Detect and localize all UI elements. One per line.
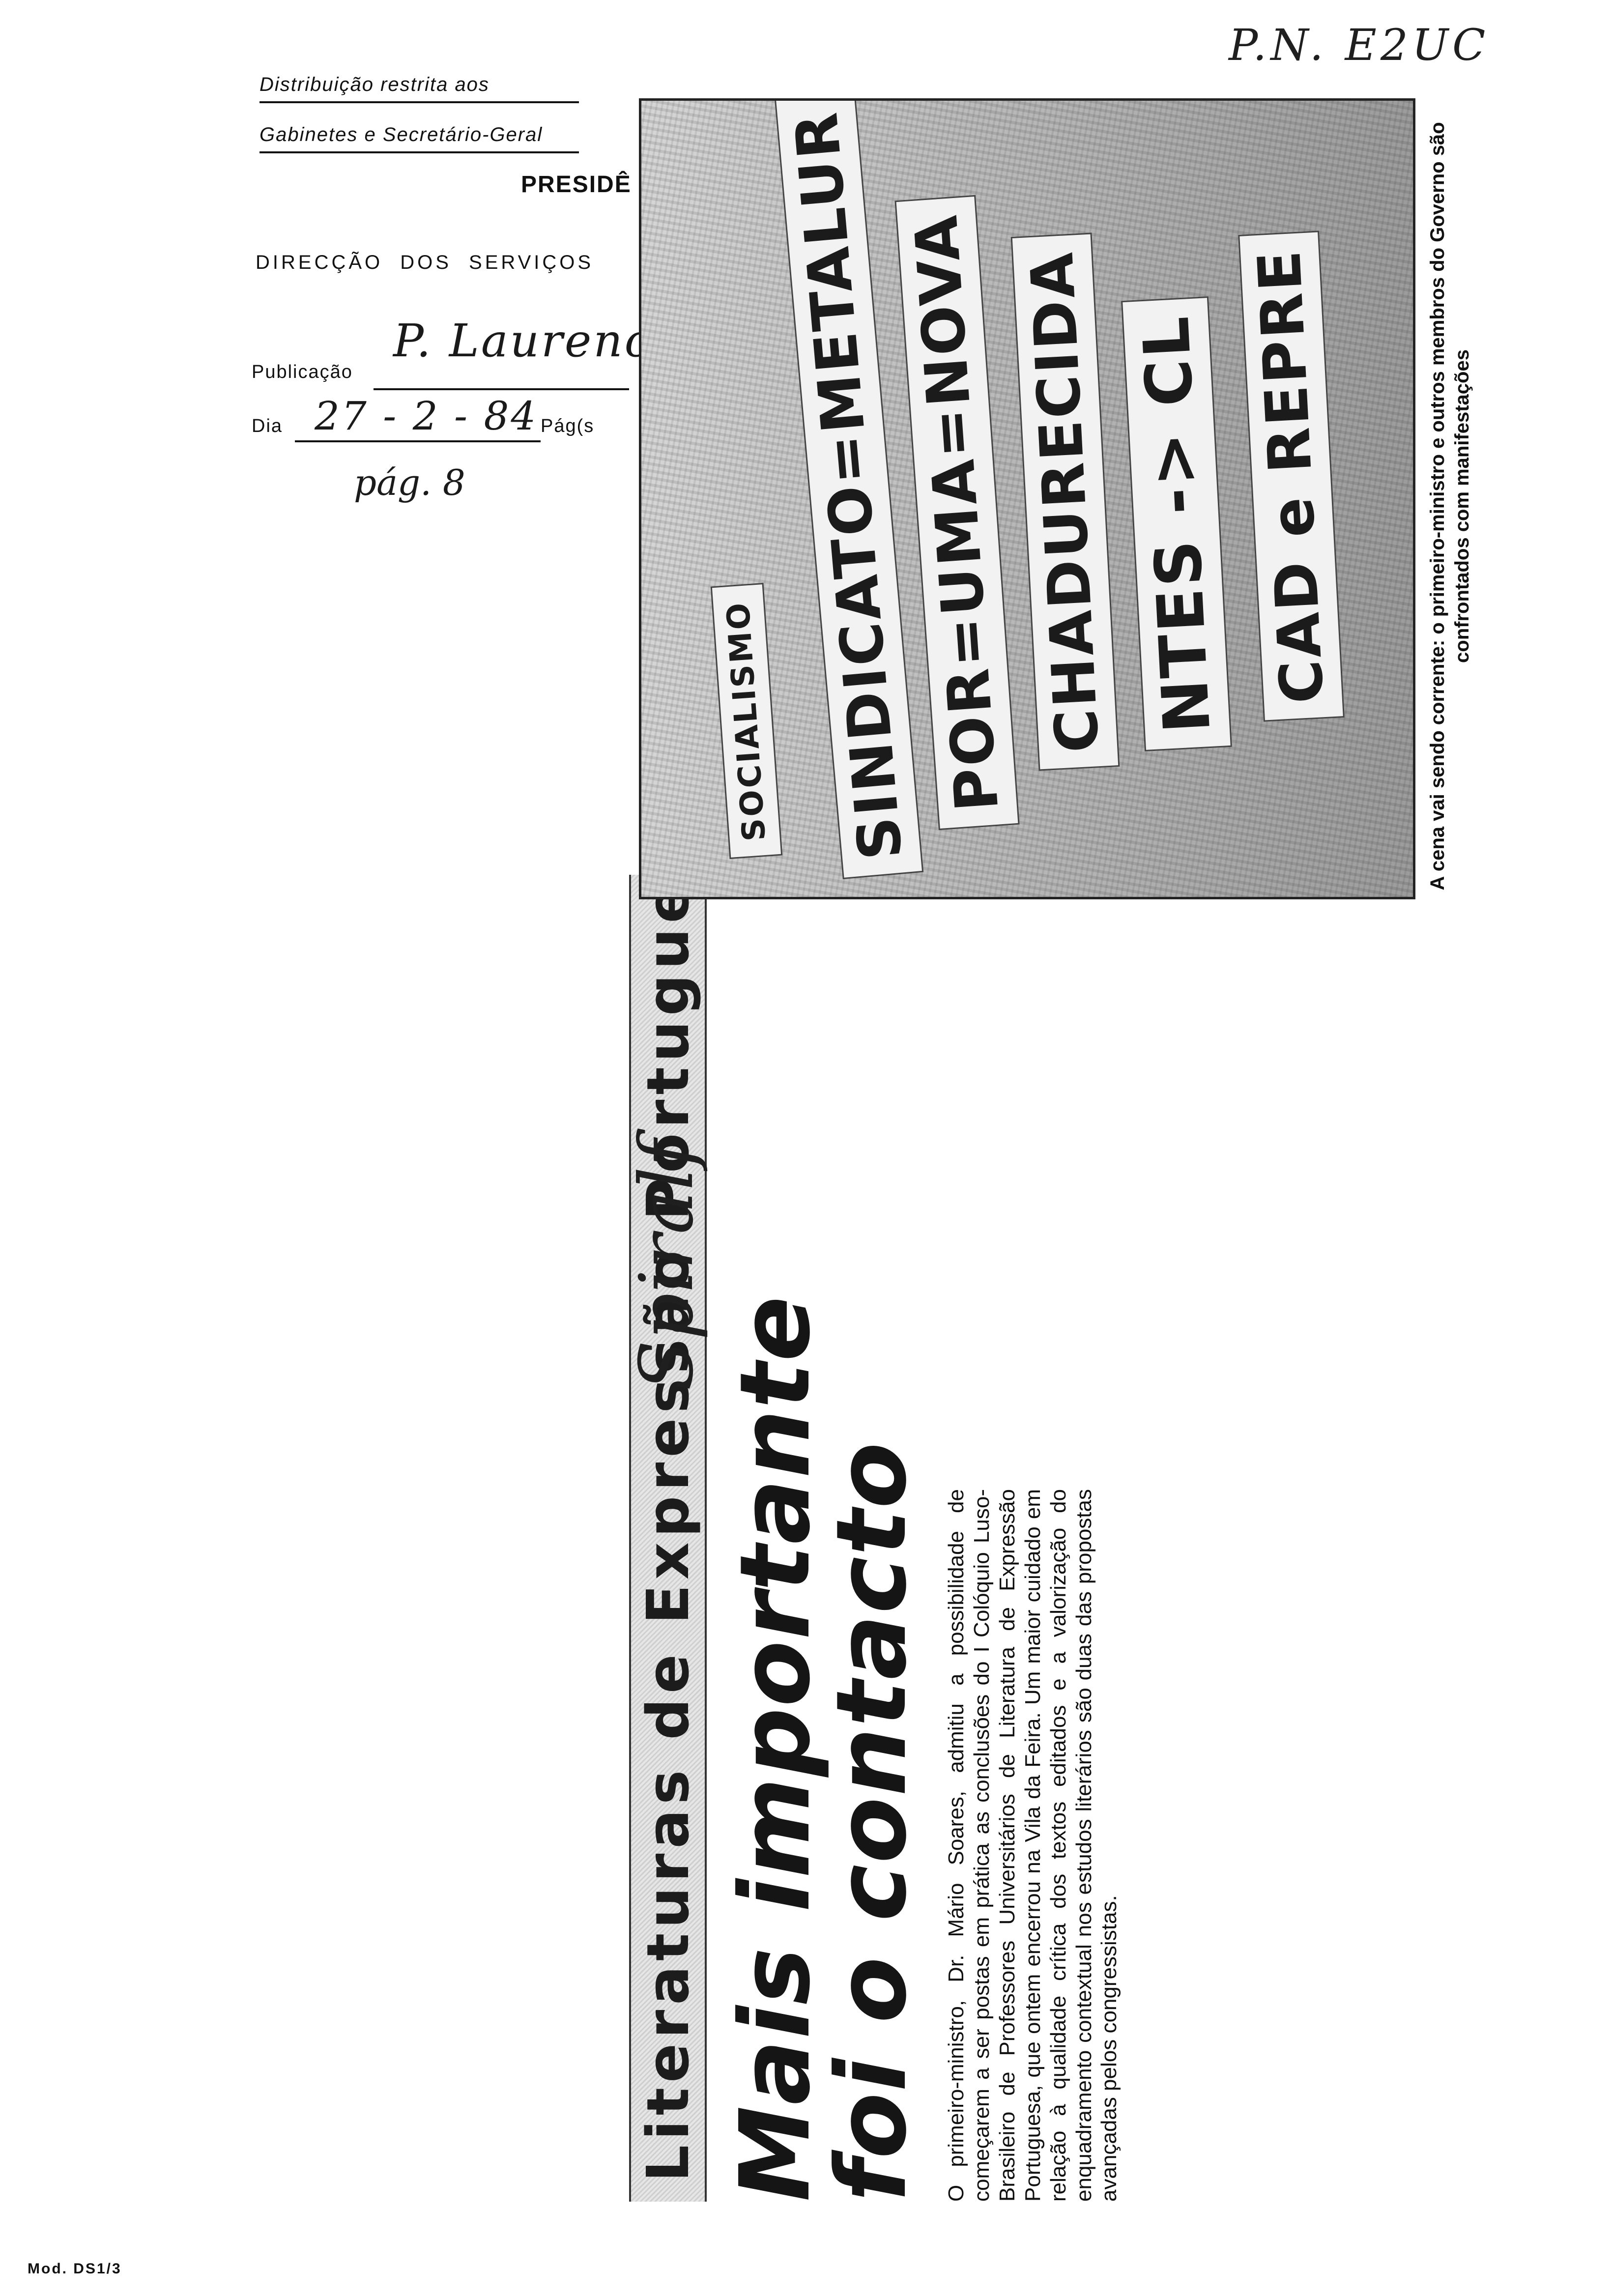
headline-line-2: foi o contacto xyxy=(816,1441,928,2202)
headline: Mais importante foi o contacto xyxy=(720,875,928,2202)
dia-label: Dia xyxy=(252,416,283,436)
newspaper-clipping: Literaturas de Expressão Portuguesa Spir… xyxy=(609,88,1592,2202)
photo-banner-1: SOCIALISMO xyxy=(710,583,783,860)
corner-handwritten-note: P.N. E2UC xyxy=(1229,20,1490,70)
news-photo: SOCIALISMO SINDICATO=METALUR POR=UMA=NOV… xyxy=(639,98,1415,899)
photo-banner-6: CAD e REPRE xyxy=(1238,230,1345,722)
distribution-line-2: Gabinetes e Secretário-Geral xyxy=(259,123,579,153)
headline-line-1: Mais importante xyxy=(720,1295,832,2202)
dia-rule xyxy=(295,440,541,442)
photo-banner-4: CHADURECIDA xyxy=(1010,232,1120,771)
pag-label: Pág(s xyxy=(541,416,595,436)
handwritten-scribble: Spiralf xyxy=(624,1139,710,1391)
publicacao-rule xyxy=(374,388,629,390)
lede-paragraph: O primeiro-ministro, Dr. Mário Soares, a… xyxy=(944,1489,1122,2202)
office-heading: PRESIDÊ xyxy=(521,172,632,198)
photo-banner-3: POR=UMA=NOVA xyxy=(894,195,1020,831)
directorate-heading: DIRECÇÃO DOS SERVIÇOS xyxy=(256,252,594,273)
form-code: Mod. DS1/3 xyxy=(28,2261,122,2277)
dia-handwritten: 27 - 2 - 84 xyxy=(315,393,538,439)
publicacao-handwritten: P. Laurence xyxy=(393,315,681,367)
photo-caption: A cena vai sendo corrente: o primeiro-mi… xyxy=(1427,122,1473,890)
kicker-text: Literaturas de Expressão Portuguesa xyxy=(634,795,702,2182)
pag-handwritten: pág. 8 xyxy=(354,462,465,503)
photo-banner-5: NTES -> CL xyxy=(1121,296,1232,752)
kicker-band: Literaturas de Expressão Portuguesa xyxy=(629,796,707,2202)
publicacao-label: Publicação xyxy=(252,362,353,382)
distribution-line-1: Distribuição restrita aos xyxy=(259,73,579,103)
distribution-notice: Distribuição restrita aos Gabinetes e Se… xyxy=(259,73,579,173)
